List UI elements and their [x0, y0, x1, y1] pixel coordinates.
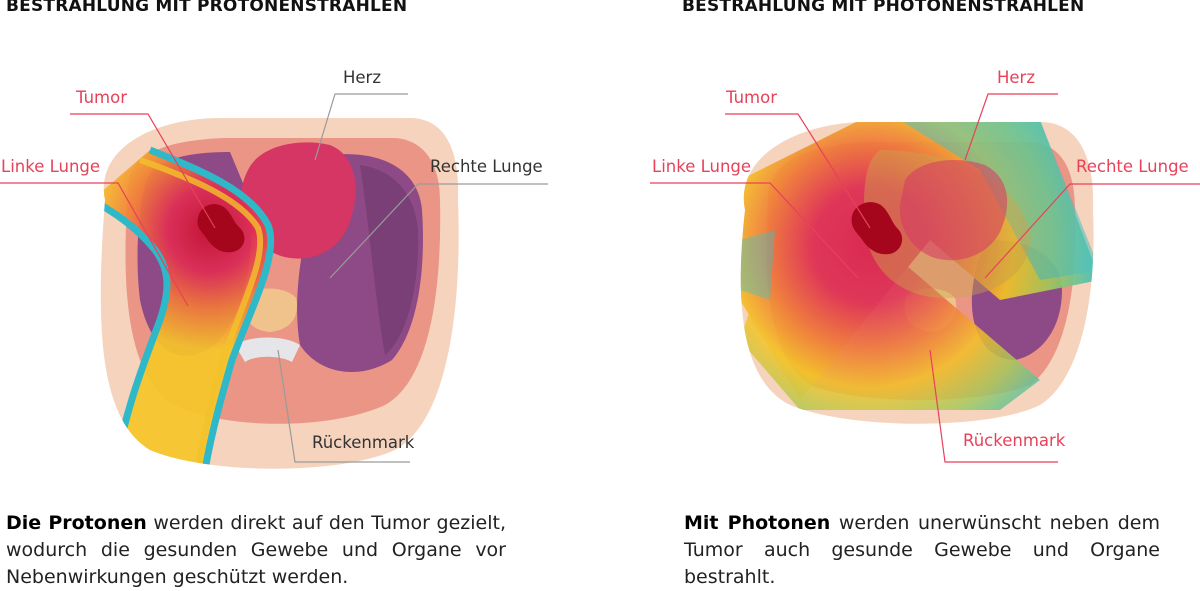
label-rueckenmark-right: Rückenmark: [963, 431, 1066, 450]
photons-body-crosssection: [740, 120, 1100, 424]
photon-field-4: [740, 230, 775, 300]
protons-body-crosssection: [92, 118, 459, 470]
label-linke-lunge-left: Linke Lunge: [1, 157, 100, 176]
label-herz-right: Herz: [997, 68, 1035, 87]
label-tumor-right: Tumor: [725, 88, 777, 107]
caption-photons-bold: Mit Photonen: [684, 512, 830, 534]
radiation-diagram: Tumor Herz Linke Lunge Rechte Lunge Rück…: [0, 0, 1200, 500]
label-tumor-left: Tumor: [75, 88, 127, 107]
label-rechte-lunge-right: Rechte Lunge: [1076, 157, 1189, 176]
caption-protons-bold: Die Protonen: [6, 512, 147, 534]
label-rueckenmark-left: Rückenmark: [312, 433, 415, 452]
label-herz-left: Herz: [343, 68, 381, 87]
caption-protons: Die Protonen werden direkt auf den Tumor…: [6, 510, 506, 591]
label-rechte-lunge-left: Rechte Lunge: [430, 157, 543, 176]
label-linke-lunge-right: Linke Lunge: [652, 157, 751, 176]
caption-photons: Mit Photonen werden unerwünscht neben de…: [684, 510, 1160, 591]
